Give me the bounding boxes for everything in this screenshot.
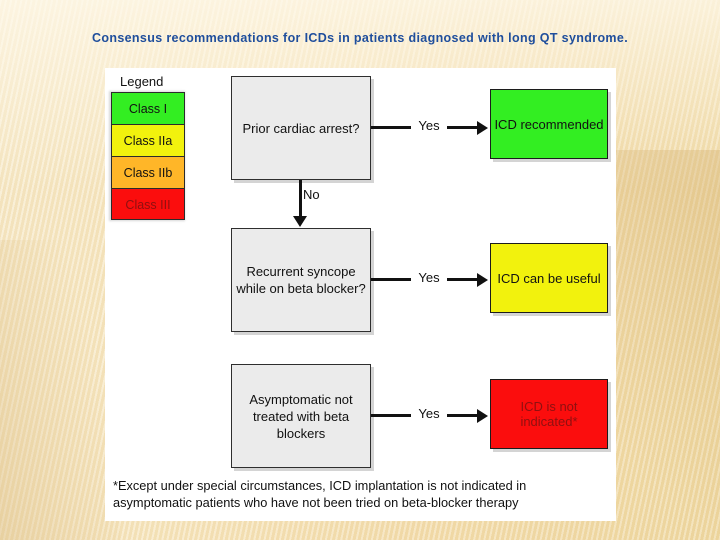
legend-item-label: Class IIb: [123, 166, 173, 180]
decision-node-label: Recurrent syncope while on beta blocker?: [236, 264, 366, 296]
background-shade-left: [0, 240, 120, 540]
edge-q1-yes-arrowhead: [477, 120, 488, 135]
decision-node-label: Asymptomatic not treated with beta block…: [249, 391, 353, 441]
edge-label-no-1: No: [303, 187, 320, 202]
edge-q1-yes-segment-right: [447, 126, 479, 129]
edge-q2-yes-segment-right: [447, 278, 479, 281]
legend-item-label: Class IIa: [123, 134, 173, 148]
outcome-node-icd-recommended: ICD recommended: [490, 89, 608, 159]
edge-q2-yes-segment-left: [371, 278, 411, 281]
edge-q3-yes-segment-right: [447, 414, 479, 417]
edge-q2-yes-arrowhead: [477, 272, 488, 287]
legend: Legend Class I Class IIa Class IIb Class…: [111, 72, 193, 220]
outcome-node-label: ICD recommended: [494, 116, 604, 132]
legend-item-class-iii: Class III: [111, 188, 185, 220]
outcome-node-icd-not-indicated: ICD is not indicated*: [490, 379, 608, 449]
legend-item-class-iib: Class IIb: [111, 156, 185, 188]
legend-item-label: Class III: [125, 198, 171, 212]
legend-item-class-iia: Class IIa: [111, 124, 185, 156]
slide-title: Consensus recommendations for ICDs in pa…: [91, 31, 629, 45]
edge-q3-yes-arrowhead: [477, 408, 488, 423]
edge-q1-no-arrowhead: [293, 216, 308, 227]
outcome-node-icd-can-be-useful: ICD can be useful: [490, 243, 608, 313]
decision-node-label: Prior cardiac arrest?: [242, 120, 360, 136]
outcome-node-label: ICD can be useful: [497, 270, 601, 286]
legend-item-class-i: Class I: [111, 92, 185, 124]
footnote-line-1: *Except under special circumstances, ICD…: [113, 478, 527, 493]
decision-node-prior-cardiac-arrest: Prior cardiac arrest?: [231, 76, 371, 180]
edge-q1-no-line: [299, 180, 302, 218]
edge-label-yes-1: Yes: [418, 118, 440, 133]
legend-item-label: Class I: [128, 102, 168, 116]
footnote-line-2: asymptomatic patients who have not been …: [113, 495, 519, 510]
outcome-node-label: ICD is not indicated*: [520, 399, 578, 429]
decision-node-recurrent-syncope: Recurrent syncope while on beta blocker?: [231, 228, 371, 332]
edge-q1-yes-segment-left: [371, 126, 411, 129]
decision-node-asymptomatic-untreated: Asymptomatic not treated with beta block…: [231, 364, 371, 468]
edge-label-yes-3: Yes: [418, 406, 440, 421]
figure-panel: Legend Class I Class IIa Class IIb Class…: [105, 68, 616, 521]
legend-heading: Legend: [120, 74, 164, 89]
edge-label-yes-2: Yes: [418, 270, 440, 285]
figure-footnote: *Except under special circumstances, ICD…: [113, 477, 609, 511]
edge-q3-yes-segment-left: [371, 414, 411, 417]
